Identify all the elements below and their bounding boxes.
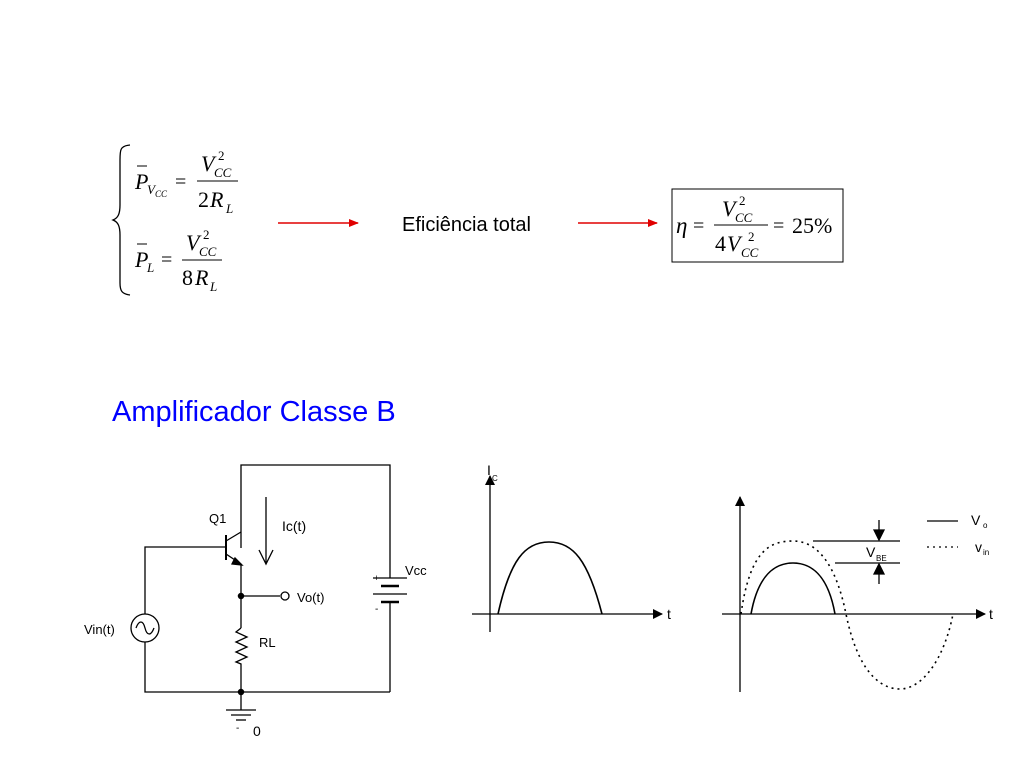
eta-den-coef: 4	[715, 231, 726, 256]
battery-icon	[373, 570, 407, 692]
pl-num-sup: 2	[203, 227, 210, 242]
ground-icon	[226, 692, 256, 721]
wire-base	[144, 546, 226, 612]
graph2-xlabel: t	[989, 606, 993, 622]
legend-vo-sub: o	[983, 521, 988, 530]
vbe-label: V	[866, 544, 876, 560]
ac-source-icon	[130, 612, 160, 662]
pvcc-num-sup: 2	[218, 148, 225, 163]
battery-minus: -	[375, 604, 378, 615]
vin-label: Vin(t)	[84, 622, 115, 637]
ground-minus: -	[236, 723, 239, 734]
eta-result: 25%	[792, 213, 832, 238]
eta-den-sub: CC	[741, 245, 759, 260]
resistor-icon	[234, 627, 249, 692]
eta-num-sup: 2	[739, 193, 746, 208]
eta-den-v: V	[727, 231, 743, 256]
pl-den-sub: L	[209, 279, 217, 294]
voltage-waveforms-graph	[722, 496, 986, 692]
eta-equals-2: =	[773, 215, 784, 237]
resistor-label: RL	[259, 635, 276, 650]
pvcc-sub: V	[147, 182, 157, 197]
pl-num-v: V	[186, 230, 202, 255]
legend-vin-label: v	[975, 539, 982, 555]
vbe-arrow-down-icon	[872, 520, 886, 542]
pvcc-equals: =	[175, 171, 186, 193]
collector-current-graph	[472, 475, 663, 632]
battery-plus: +	[374, 573, 379, 583]
graph1-ylabel-sub: C	[492, 474, 498, 483]
output-terminal	[280, 591, 290, 601]
vout-label: Vo(t)	[297, 590, 324, 605]
pvcc-formula: P V CC = V 2 CC 2 R L	[134, 148, 238, 216]
graph1-xlabel: t	[667, 606, 671, 622]
pvcc-p: P	[134, 169, 148, 194]
efficiency-label: Eficiência total	[402, 214, 531, 236]
current-label: Ic(t)	[282, 518, 306, 534]
eta-num-v: V	[722, 196, 738, 221]
circuit-labels: Q1 Ic(t) Vo(t) RL Vin(t) Vcc + - 0 -	[84, 511, 427, 739]
legend-vo-label: V	[971, 512, 981, 528]
vcc-label: Vcc	[405, 563, 427, 578]
pvcc-num-sub: CC	[214, 165, 232, 180]
pl-num-sub: CC	[199, 244, 217, 259]
wire-top	[240, 464, 391, 570]
pvcc-subsub: CC	[155, 189, 168, 199]
vbe-arrow-up-icon	[872, 562, 886, 584]
pvcc-den-r: R	[209, 187, 224, 212]
pvcc-den-sub: L	[225, 201, 233, 216]
eta-den-sup: 2	[748, 229, 755, 244]
pl-sub: L	[146, 260, 154, 275]
pl-den-coef: 8	[182, 265, 193, 290]
pl-den-r: R	[194, 265, 209, 290]
ground-label: 0	[253, 723, 261, 739]
transistor-label: Q1	[209, 511, 226, 526]
vbe-label-sub: BE	[876, 554, 887, 563]
vin-dotted-sine	[740, 540, 954, 690]
vo-solid-half	[750, 562, 836, 615]
eta-symbol: η	[676, 213, 687, 238]
graph2-labels: V BE t V o v in	[866, 512, 993, 622]
eta-equals-1: =	[693, 215, 704, 237]
pl-p: P	[134, 247, 148, 272]
class-b-circuit	[130, 464, 407, 721]
current-arrow-icon	[258, 497, 274, 566]
legend-vin-sub: in	[983, 548, 989, 557]
section-heading: Amplificador Classe B	[112, 396, 396, 428]
pl-equals: =	[161, 249, 172, 271]
pl-formula: P L = V 2 CC 8 R L	[134, 227, 222, 294]
wire-bottom	[144, 662, 390, 693]
pvcc-num-v: V	[201, 151, 217, 176]
node-output	[237, 592, 245, 600]
pvcc-den-coef: 2	[198, 187, 209, 212]
transistor-icon	[225, 531, 244, 628]
brace-icon	[111, 144, 131, 296]
eta-formula: η = V 2 CC 4 V 2 CC = 25%	[676, 193, 832, 260]
eta-num-sub: CC	[735, 210, 753, 225]
power-system-formulas: P V CC = V 2 CC 2 R L P L = V 2 CC 8 R L	[111, 144, 844, 296]
graph1-labels: I C t	[487, 462, 671, 622]
efficiency-result-box	[671, 188, 844, 263]
graph1-ylabel: I	[487, 462, 491, 478]
graph1-half-sine	[497, 541, 603, 615]
